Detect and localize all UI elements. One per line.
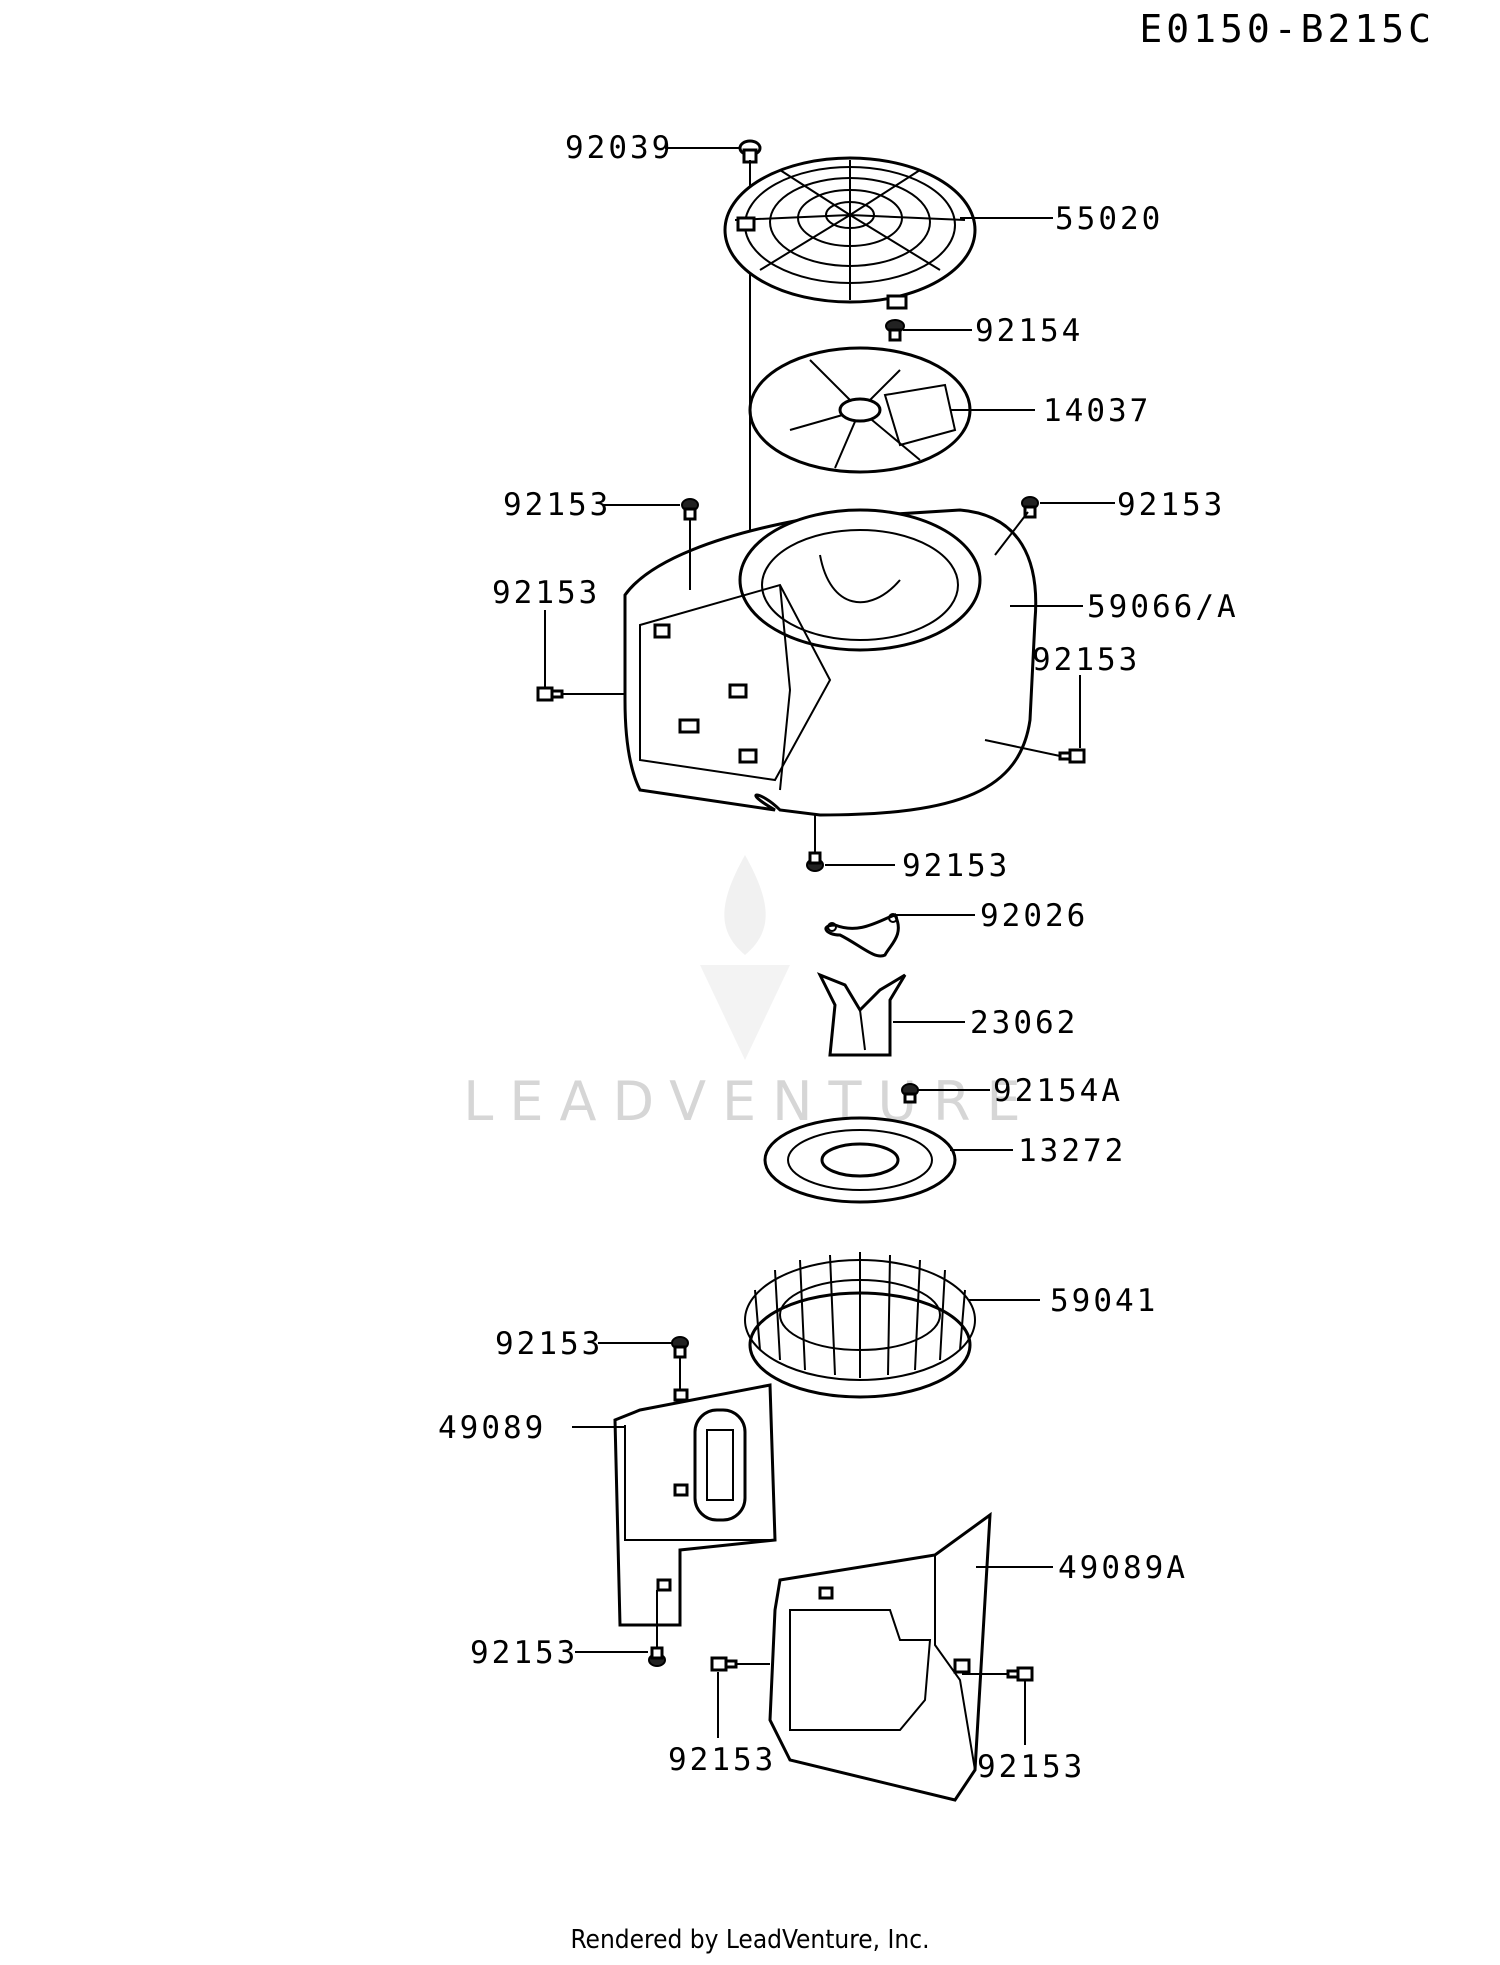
part-92153-screw-icon[interactable] bbox=[536, 686, 564, 702]
part-92153-screw-icon[interactable] bbox=[681, 498, 699, 521]
part-92153-screw-icon[interactable] bbox=[1058, 748, 1086, 764]
part-92153-screw-icon[interactable] bbox=[806, 851, 824, 872]
label-49089[interactable]: 49089 bbox=[438, 1410, 546, 1446]
part-55020-screen-icon[interactable] bbox=[723, 156, 977, 310]
label-55020[interactable]: 55020 bbox=[1055, 201, 1163, 237]
leader-line bbox=[994, 511, 1029, 556]
part-92154a-screw-icon[interactable] bbox=[901, 1083, 919, 1104]
label-92153-lower-right[interactable]: 92153 bbox=[977, 1749, 1085, 1785]
part-59041-fan-icon[interactable] bbox=[744, 1252, 976, 1399]
part-92153-screw-icon[interactable] bbox=[710, 1656, 738, 1672]
part-92153-screw-icon[interactable] bbox=[671, 1336, 689, 1359]
part-49089a-cover-icon[interactable] bbox=[768, 1511, 992, 1802]
label-92153-top-right[interactable]: 92153 bbox=[1117, 487, 1225, 523]
label-92153-top-left[interactable]: 92153 bbox=[503, 487, 611, 523]
label-59066a[interactable]: 59066/A bbox=[1087, 589, 1239, 625]
label-92153-left[interactable]: 92153 bbox=[492, 575, 600, 611]
part-59066a-shroud-icon[interactable] bbox=[623, 508, 1038, 817]
watermark-logo-icon bbox=[700, 855, 790, 1060]
part-92039-screw-icon[interactable] bbox=[738, 139, 762, 164]
label-23062[interactable]: 23062 bbox=[970, 1005, 1078, 1041]
leader-line bbox=[984, 739, 1061, 757]
part-92154-screw-icon[interactable] bbox=[885, 319, 905, 342]
label-13272[interactable]: 13272 bbox=[1018, 1133, 1126, 1169]
label-92026[interactable]: 92026 bbox=[980, 898, 1088, 934]
part-14037-plate-icon[interactable] bbox=[748, 346, 972, 474]
label-49089a[interactable]: 49089A bbox=[1058, 1550, 1188, 1586]
diagram-code: E0150-B215C bbox=[1139, 7, 1435, 51]
label-92153-right[interactable]: 92153 bbox=[1032, 642, 1140, 678]
label-92153-cover-bottom[interactable]: 92153 bbox=[470, 1635, 578, 1671]
label-92153-bottom[interactable]: 92153 bbox=[902, 848, 1010, 884]
part-23062-stand-icon[interactable] bbox=[816, 972, 907, 1057]
part-92153-screw-icon[interactable] bbox=[1021, 496, 1039, 519]
label-92154a[interactable]: 92154A bbox=[993, 1073, 1123, 1109]
part-49089-cover-icon[interactable] bbox=[613, 1383, 777, 1627]
footer-credit: Rendered by LeadVenture, Inc. bbox=[570, 1925, 929, 1955]
part-92026-plate-icon[interactable] bbox=[824, 913, 900, 958]
label-92153-cover-top[interactable]: 92153 bbox=[495, 1326, 603, 1362]
part-92153-screw-icon[interactable] bbox=[648, 1646, 666, 1667]
label-59041[interactable]: 59041 bbox=[1050, 1283, 1158, 1319]
watermark-text: LEADVENTURE bbox=[463, 1070, 1036, 1133]
label-92153-lower-left[interactable]: 92153 bbox=[668, 1742, 776, 1778]
part-92153-screw-icon[interactable] bbox=[1006, 1666, 1034, 1682]
label-92039[interactable]: 92039 bbox=[565, 130, 673, 166]
label-14037[interactable]: 14037 bbox=[1043, 393, 1151, 429]
part-13272-pulley-icon[interactable] bbox=[763, 1116, 957, 1204]
label-92154[interactable]: 92154 bbox=[975, 313, 1083, 349]
